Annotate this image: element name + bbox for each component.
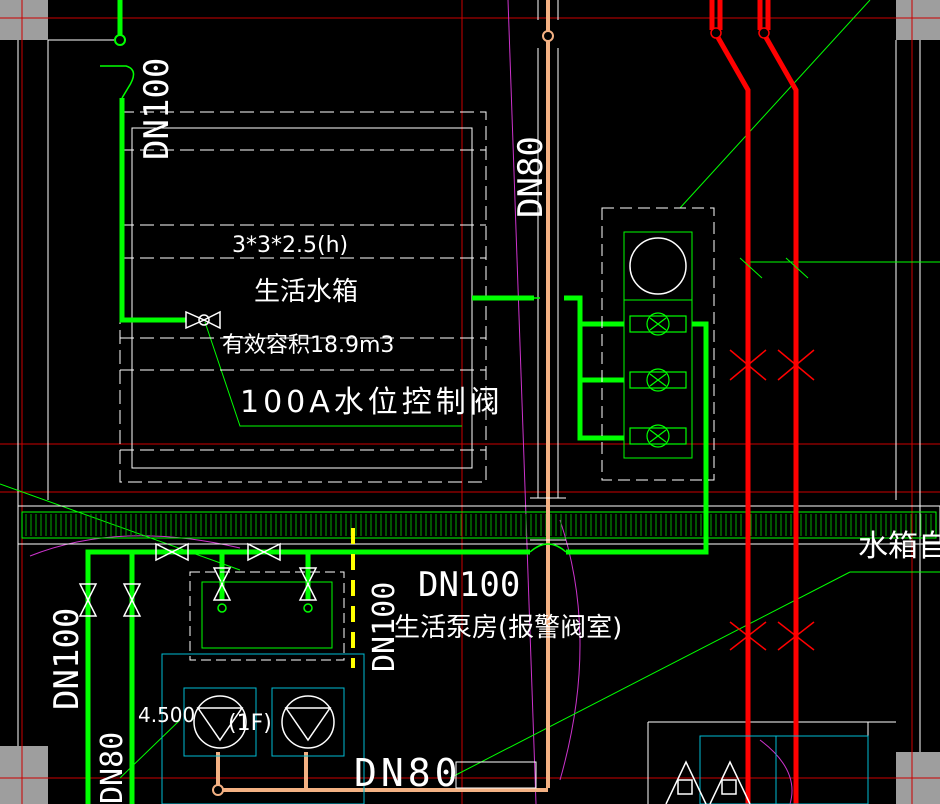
tick: [785, 257, 809, 279]
water-pipe-thin: [100, 34, 567, 553]
sanitary-symbols: [665, 760, 751, 804]
valve-stem-icon: [303, 603, 313, 613]
magenta-arc: [759, 739, 793, 804]
pump-icon: [629, 312, 687, 336]
fire-pipes: [709, 0, 799, 804]
fire-pipe: [761, 32, 799, 804]
leader-line: [449, 571, 851, 779]
hatched-wall: [17, 505, 940, 545]
drain-pipe: [216, 0, 550, 792]
outlet-box: [455, 761, 537, 789]
label-floor: (1F): [228, 711, 272, 736]
gate-valve-icon: [212, 567, 232, 601]
water-pipe: [85, 549, 530, 804]
pump-icon: [629, 368, 687, 392]
gate-valve-icon: [247, 542, 281, 562]
valve-box-inner: [201, 581, 333, 649]
leader-lines: [0, 0, 940, 779]
wall-strip: [17, 505, 940, 545]
fire-pipe-marks: [710, 27, 815, 651]
fire-pipe-ticks: [739, 257, 809, 279]
label-float-valve: 100A水位控制阀: [240, 385, 504, 420]
label-tank-size: 3*3*2.5(h): [232, 233, 348, 258]
triangle-symbol-icon: [709, 760, 751, 804]
valves: [78, 310, 318, 617]
label-dn100-mid: DN100: [367, 582, 402, 672]
water-pipe: [564, 295, 624, 441]
label-tank-right: 水箱自: [858, 529, 940, 564]
cross-mark: [777, 621, 815, 651]
pump-icon: [629, 424, 687, 448]
water-pipe: [566, 321, 709, 555]
pump-set: [601, 207, 715, 481]
column-top-left: [0, 0, 48, 40]
cross-mark: [729, 349, 767, 381]
pump-room-outline: [161, 653, 365, 804]
pipe-bend: [529, 543, 567, 553]
label-dn100-left: DN100: [47, 608, 87, 710]
gate-valve-icon: [78, 583, 98, 617]
cross-mark: [777, 349, 815, 381]
column-top-right: [896, 0, 940, 40]
pump-set-dashed: [601, 207, 715, 481]
magenta-arc: [559, 519, 581, 781]
leader-line: [0, 483, 241, 571]
inlet-hook: [100, 65, 135, 99]
pump-set-frame: [623, 231, 693, 459]
hatched-square-icon: [677, 779, 693, 795]
alarm-valve-box: [189, 528, 355, 668]
magenta-arc: [29, 535, 241, 557]
pump-frame: [271, 687, 345, 757]
magenta-line: [507, 0, 537, 804]
drain-end-circle: [212, 784, 224, 796]
drain-riser-circle: [542, 30, 554, 42]
label-dn80-bottom: DN80: [354, 751, 462, 795]
pump-tank-frame: [623, 231, 693, 301]
label-dn80-left: DN80: [95, 732, 130, 804]
gate-valve-icon: [298, 567, 318, 601]
pump-circle-icon: [281, 695, 335, 749]
pressure-tank-icon: [629, 237, 687, 295]
water-pipes: [85, 0, 709, 804]
tick: [739, 257, 763, 279]
valve-box-dashed: [189, 571, 345, 661]
gate-valve-icon: [155, 542, 189, 562]
label-dn100-right: DN100: [418, 565, 520, 605]
room-frame: [699, 735, 869, 804]
inlet-riser-circle: [114, 34, 126, 46]
pump-room: [161, 653, 869, 804]
drain-pipe-frame: [212, 0, 566, 796]
leader-line: [204, 321, 462, 427]
wall-strip-inner: [21, 511, 937, 539]
water-pipe: [119, 98, 186, 323]
fire-pipe: [713, 32, 751, 804]
label-tank-volume: 有效容积18.9m3: [222, 333, 394, 358]
label-dn80-top: DN80: [511, 136, 551, 218]
hatched-square-icon: [721, 779, 737, 795]
triangle-symbol-icon: [665, 760, 707, 804]
magenta-lines: [29, 0, 793, 804]
float-valve-icon: [185, 310, 221, 330]
label-dn100-top: DN100: [137, 58, 177, 160]
leader-line: [679, 0, 871, 209]
cross-mark: [729, 621, 767, 651]
label-tank-name: 生活水箱: [254, 277, 358, 307]
fire-riser-circle: [758, 27, 770, 39]
column-bottom-left: [0, 746, 48, 804]
fire-riser-circle: [710, 27, 722, 39]
gate-valve-icon: [122, 583, 142, 617]
valve-stem-icon: [217, 603, 227, 613]
labels: DN100 DN80 3*3*2.5(h) 生活水箱 有效容积18.9m3 10…: [47, 58, 940, 804]
pump-circle-icon: [193, 695, 247, 749]
label-pump-room: 生活泵房(报警阀室): [394, 613, 622, 643]
pump-frame: [183, 687, 257, 757]
pump-triangle-icon: [196, 707, 244, 742]
pump-triangle-icon: [284, 707, 332, 742]
label-elevation: 4.500: [138, 703, 195, 727]
